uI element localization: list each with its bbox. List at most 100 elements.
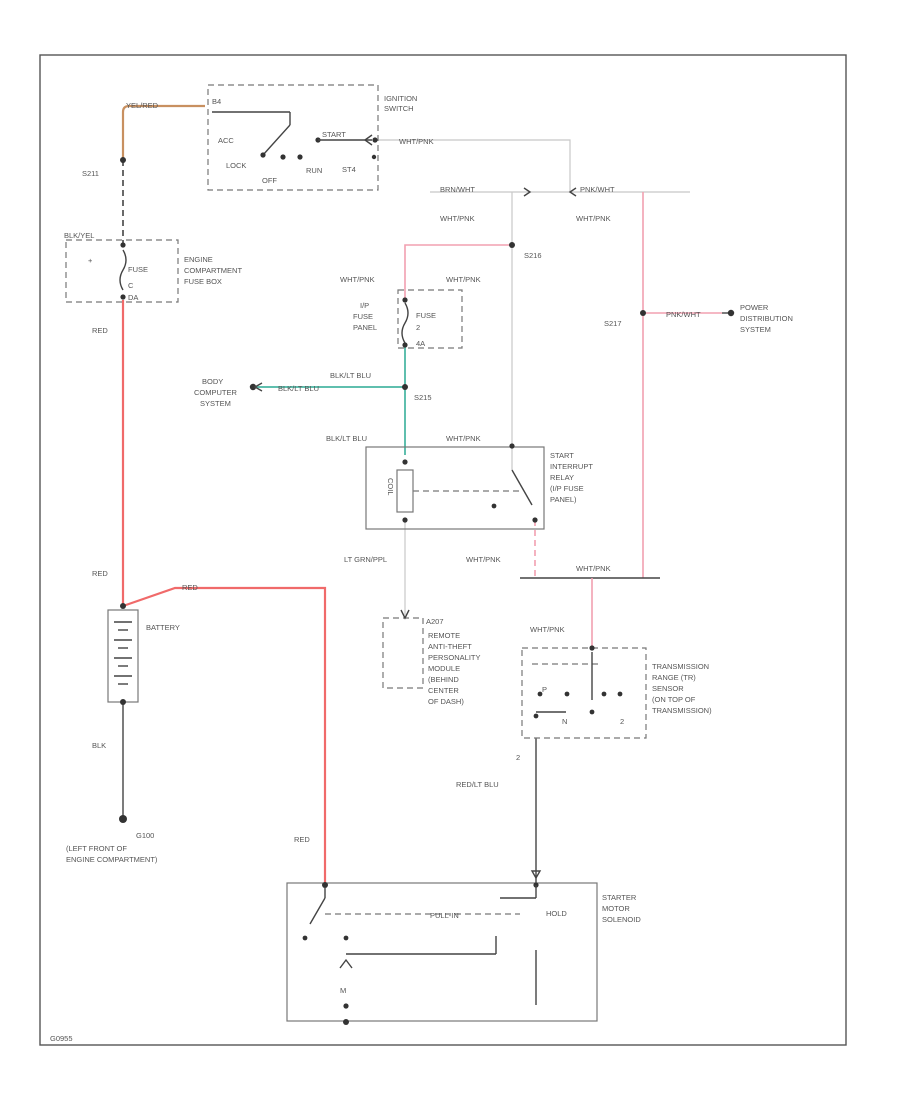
body-computer-title-2: COMPUTER — [194, 388, 238, 397]
power-dist-title-1: POWER — [740, 303, 769, 312]
splice-s211: S211 — [82, 169, 99, 178]
tr-contact-p: P — [542, 685, 547, 694]
body-computer-title-1: BODY — [202, 377, 223, 386]
battery-cells — [114, 621, 132, 685]
splice-s216: S216 — [524, 251, 542, 260]
wire-yel-red-top — [121, 104, 205, 160]
starter-solenoid — [286, 882, 598, 1022]
splice-s217: S217 — [604, 319, 622, 328]
label-wht-pnk-6: WHT/PNK — [446, 434, 481, 443]
ip-fuse-panel — [397, 289, 463, 349]
label-wht-pnk-8: WHT/PNK — [576, 564, 611, 573]
body-computer-title-3: SYSTEM — [200, 399, 231, 408]
relay-title-4: (I/P FUSE — [550, 484, 584, 493]
label-yel-red-top: YEL/RED — [126, 101, 159, 110]
ground-location-1: (LEFT FRONT OF — [66, 844, 127, 853]
starter-hold: HOLD — [546, 909, 567, 918]
relay-title-3: RELAY — [550, 473, 574, 482]
label-wht-pnk-7: WHT/PNK — [466, 555, 501, 564]
antitheft-title-3: PERSONALITY — [428, 653, 481, 662]
relay-title-2: INTERRUPT — [550, 462, 593, 471]
ign-terminal-lock: LOCK — [226, 161, 246, 170]
ign-terminal-b4: B4 — [212, 97, 221, 106]
label-wht-pnk-4: WHT/PNK — [340, 275, 375, 284]
battery-symbol — [107, 609, 139, 703]
label-wht-pnk-3: WHT/PNK — [576, 214, 611, 223]
ign-title-1: IGNITION — [384, 94, 417, 103]
tr-title-3: SENSOR — [652, 684, 684, 693]
tr-title-4: (ON TOP OF — [652, 695, 696, 704]
starter-title-1: STARTER — [602, 893, 637, 902]
label-wht-pnk-9: WHT/PNK — [530, 625, 565, 634]
relay-title-1: START — [550, 451, 574, 460]
ign-terminal-run: RUN — [306, 166, 322, 175]
label-blk-lt-blu-3: BLK/LT BLU — [326, 434, 367, 443]
antitheft-module — [382, 617, 424, 689]
ground-location-2: ENGINE COMPARTMENT) — [66, 855, 158, 864]
battery-label: BATTERY — [146, 623, 180, 632]
ip-fuse-terminal: 4A — [416, 339, 425, 348]
label-blk: BLK — [92, 741, 106, 750]
tr-title-1: TRANSMISSION — [652, 662, 709, 671]
label-wht-pnk-2: WHT/PNK — [440, 214, 475, 223]
engine-fuse-box — [65, 239, 179, 303]
start-interrupt-relay — [365, 446, 545, 530]
ign-terminal-acc: ACC — [218, 136, 234, 145]
ground-id: G100 — [136, 831, 154, 840]
fuse-box-terminal: DA — [128, 293, 138, 302]
label-red-3: RED — [182, 583, 198, 592]
tr-contact-n: N — [562, 717, 567, 726]
ign-terminal-start: START — [322, 130, 346, 139]
fuse-box-title-1: ENGINE — [184, 255, 213, 264]
fuse-box-fuse-label: FUSE — [128, 265, 148, 274]
diagram-frame — [39, 54, 847, 1046]
antitheft-title-2: ANTI-THEFT — [428, 642, 472, 651]
relay-title-5: PANEL) — [550, 495, 577, 504]
label-red-lt-blu: RED/LT BLU — [456, 780, 499, 789]
tr-title-2: RANGE (TR) — [652, 673, 696, 682]
antitheft-title-7: OF DASH) — [428, 697, 464, 706]
label-wht-pnk-1: WHT/PNK — [399, 137, 434, 146]
antitheft-connector: A207 — [426, 617, 444, 626]
fuse-box-fuse-num: C — [128, 281, 134, 290]
ip-fuse-title-1: I/P — [360, 301, 369, 310]
fuse-box-title-2: COMPARTMENT — [184, 266, 242, 275]
starter-title-3: SOLENOID — [602, 915, 641, 924]
label-blk-lt-blu-2: BLK/LT BLU — [278, 384, 319, 393]
tr-pin: 2 — [516, 753, 520, 762]
relay-coil — [396, 469, 414, 513]
fuse-box-title-3: FUSE BOX — [184, 277, 222, 286]
ign-terminal-off: OFF — [262, 176, 277, 185]
fuse-symbol — [119, 249, 127, 291]
wire-start-output — [378, 139, 571, 192]
label-wht-pnk-5: WHT/PNK — [446, 275, 481, 284]
ign-title-2: SWITCH — [384, 104, 414, 113]
power-dist-title-2: DISTRIBUTION — [740, 314, 793, 323]
power-dist-title-3: SYSTEM — [740, 325, 771, 334]
antitheft-title-6: CENTER — [428, 686, 459, 695]
ip-fuse-label: FUSE — [416, 311, 436, 320]
ip-fuse-num: 2 — [416, 323, 420, 332]
label-brn-wht: BRN/WHT — [440, 185, 475, 194]
relay-coil-label: COIL — [386, 478, 395, 496]
fuse-box-side-mark: + — [88, 256, 93, 265]
label-red-1: RED — [92, 326, 108, 335]
label-lt-grn-ppl: LT GRN/PPL — [344, 555, 387, 564]
splice-s215: S215 — [414, 393, 432, 402]
fuse-box-wire-label: BLK/YEL — [64, 231, 94, 240]
starter-title-2: MOTOR — [602, 904, 630, 913]
tr-sensor — [521, 647, 647, 739]
ip-fuse-title-3: PANEL — [353, 323, 377, 332]
ign-terminal-st4: ST4 — [342, 165, 356, 174]
label-red-4: RED — [294, 835, 310, 844]
label-pnk-wht-pd: PNK/WHT — [666, 310, 701, 319]
starter-pull-in: PULL-IN — [430, 911, 459, 920]
tr-contact-2: 2 — [620, 717, 624, 726]
label-pnk-wht-top: PNK/WHT — [580, 185, 615, 194]
antitheft-title-5: (BEHIND — [428, 675, 459, 684]
antitheft-title-1: REMOTE — [428, 631, 460, 640]
wire-pink-s216-fuse — [404, 244, 512, 300]
ip-fuse-symbol — [401, 302, 409, 344]
ip-fuse-title-2: FUSE — [353, 312, 373, 321]
